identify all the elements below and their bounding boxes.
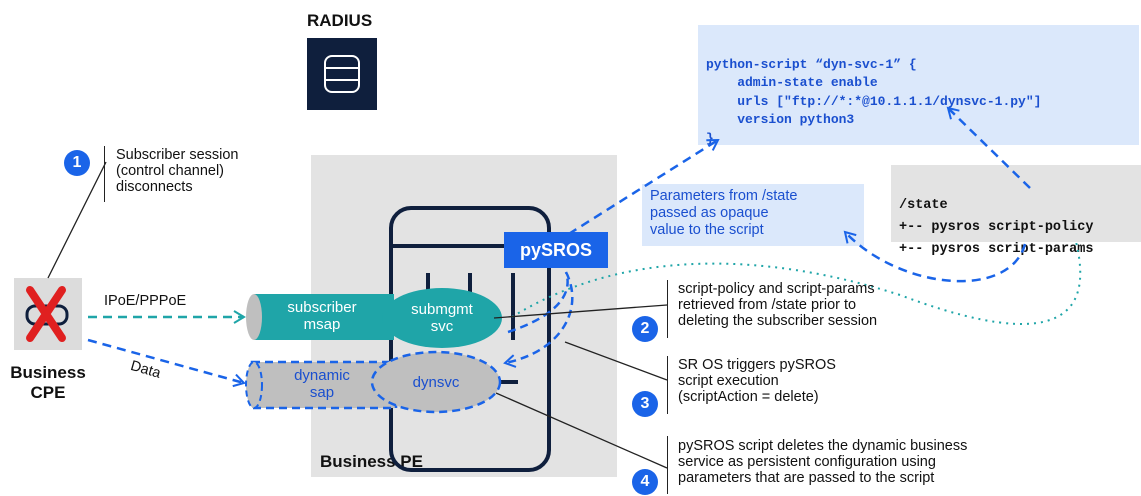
state-line: +-- pysros script-params bbox=[899, 242, 1094, 257]
python-script-config-box bbox=[698, 25, 1139, 145]
params-note-box bbox=[642, 184, 864, 246]
data-link-arrow bbox=[87, 338, 246, 388]
step3-connector bbox=[564, 341, 668, 381]
step-number: 2 bbox=[640, 320, 650, 337]
business-cpe-label: Business CPE bbox=[10, 363, 86, 402]
step-3-text: SR OS triggers pySROS script execution (… bbox=[678, 357, 836, 405]
step2-connector bbox=[493, 304, 668, 319]
subscriber-msap-label: subscriber msap bbox=[287, 299, 357, 333]
step-number: 3 bbox=[640, 395, 650, 412]
state-to-config-arrow bbox=[946, 106, 1031, 189]
submgmt-svc-label: submgmt svc bbox=[411, 301, 473, 335]
state-line: +-- pysros script-policy bbox=[899, 220, 1094, 235]
step-2-bracket bbox=[667, 280, 668, 338]
state-line: /state bbox=[899, 198, 948, 213]
radius-label: RADIUS bbox=[307, 11, 373, 30]
step-3-badge: 3 bbox=[632, 391, 658, 417]
python-script-config: python-script “dyn-svc-1” { admin-state … bbox=[706, 37, 1041, 148]
state-box bbox=[891, 165, 1141, 242]
step-3-bracket bbox=[667, 356, 668, 414]
step-number: 4 bbox=[640, 473, 650, 490]
script-execution-loop bbox=[505, 271, 574, 363]
step-4-badge: 4 bbox=[632, 469, 658, 495]
code-line: python-script “dyn-svc-1” { bbox=[706, 56, 917, 72]
step1-connector bbox=[47, 161, 107, 279]
radius-database-icon bbox=[307, 38, 377, 110]
pysros-box: pySROS bbox=[504, 232, 608, 268]
step-number: 1 bbox=[72, 154, 82, 171]
code-line: version python3 bbox=[706, 112, 855, 127]
submgmt-to-state-dotted bbox=[511, 241, 1082, 325]
code-line: urls ["ftp://*:*@10.1.1.1/dynsvc-1.py"] bbox=[706, 93, 1042, 109]
subscriber-msap-cylinder bbox=[246, 294, 394, 340]
state-to-params-arrow bbox=[843, 230, 1027, 283]
code-line: } bbox=[706, 130, 714, 146]
pysros-label: pySROS bbox=[519, 239, 593, 260]
step4-connector bbox=[495, 392, 668, 469]
step-1-badge: 1 bbox=[64, 150, 90, 176]
dynamic-sap-label: dynamic sap bbox=[294, 367, 350, 401]
submgmt-svc-ellipse bbox=[382, 288, 502, 348]
pysros-to-config-arrow bbox=[555, 138, 720, 244]
ipoe-pppoe-label: IPoE/PPPoE bbox=[104, 293, 187, 309]
dynsvc-label: dynsvc bbox=[412, 374, 460, 391]
code-line: admin-state enable bbox=[706, 75, 878, 90]
business-cpe-icon bbox=[14, 278, 82, 350]
step-1-bracket bbox=[104, 146, 105, 202]
step-4-text: pySROS script deletes the dynamic busine… bbox=[678, 438, 968, 486]
step-2-badge: 2 bbox=[632, 316, 658, 342]
step-1-text: Subscriber session (control channel) dis… bbox=[116, 147, 239, 195]
state-tree: /state +-- pysros script-policy +-- pysros… bbox=[899, 173, 1093, 261]
step-2-text: script-policy and script-params retrieve… bbox=[678, 281, 878, 329]
dynsvc-ellipse bbox=[370, 350, 502, 414]
step-4-bracket bbox=[667, 436, 668, 494]
params-note-text: Parameters from /state passed as opaque … bbox=[650, 188, 798, 238]
